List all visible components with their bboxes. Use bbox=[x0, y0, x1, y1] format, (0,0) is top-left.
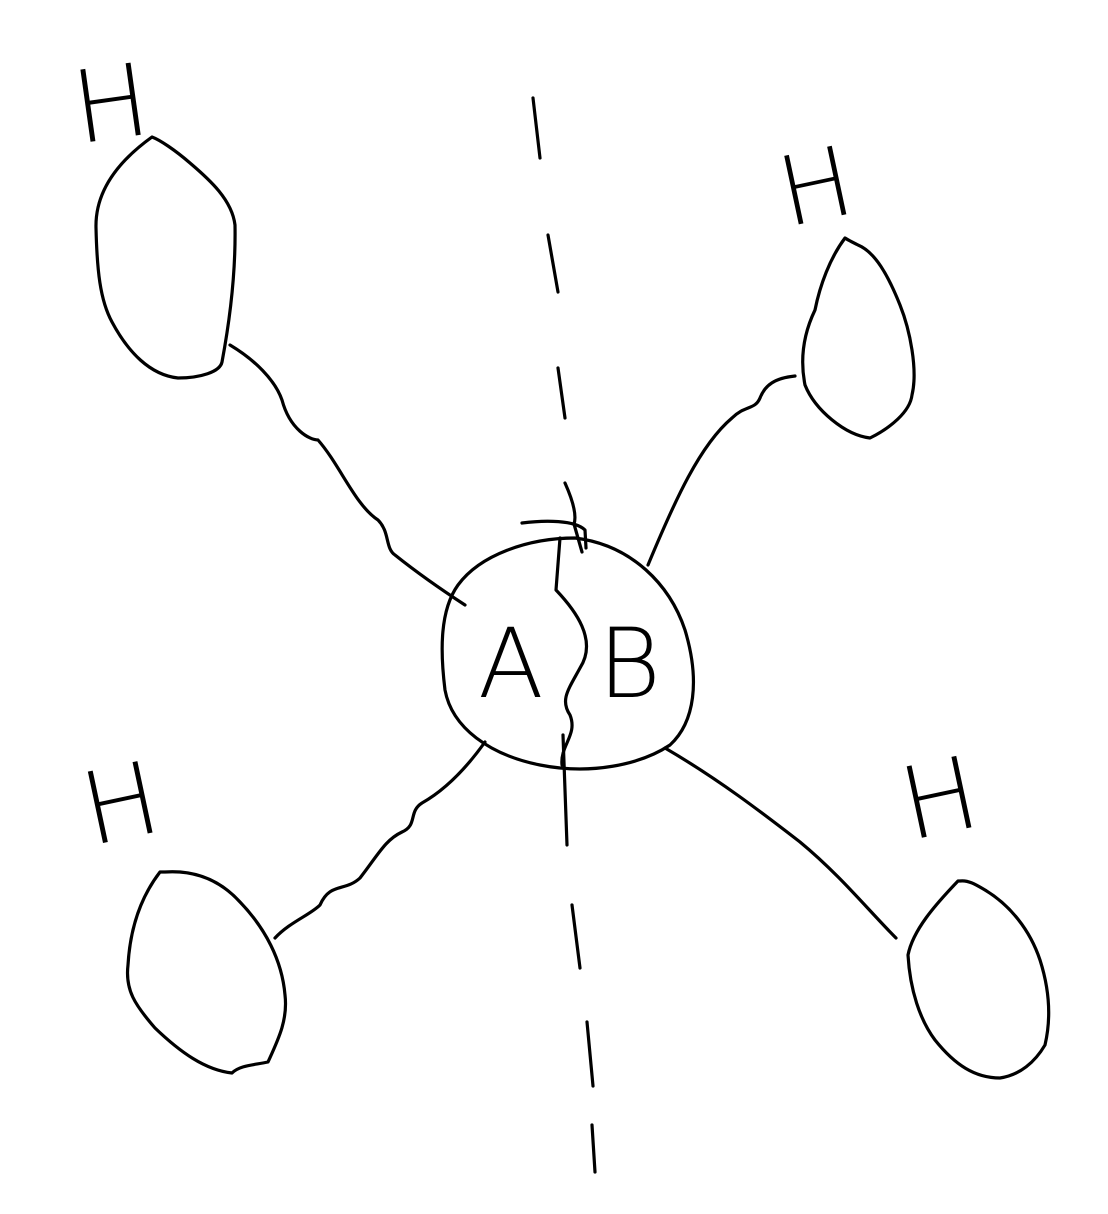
hydrogen-label-bottom-left: H bbox=[72, 739, 170, 869]
central-atom: A B bbox=[440, 519, 695, 771]
central-divider bbox=[554, 536, 588, 767]
orbital-lobe-bottom-right: H bbox=[663, 734, 1051, 1080]
bond-bottom-left bbox=[273, 740, 487, 940]
bond-top-left bbox=[228, 343, 467, 607]
hydrogen-label-bottom-right: H bbox=[891, 734, 989, 864]
hydrogen-label-top-right: H bbox=[769, 125, 863, 250]
central-atom-outline bbox=[440, 536, 695, 771]
bond-bottom-right bbox=[663, 746, 898, 940]
atom-b-label: B bbox=[598, 608, 661, 720]
orbital-lobe-top-right: H bbox=[646, 125, 916, 567]
orbital-lobe-top-left: H bbox=[66, 41, 467, 607]
hydrogen-label-top-left: H bbox=[66, 41, 157, 167]
orbital-lobe-bottom-left: H bbox=[72, 739, 487, 1075]
central-atom-top-flap bbox=[520, 519, 588, 550]
atom-a-label: A bbox=[478, 608, 544, 720]
bond-top-right bbox=[646, 374, 797, 567]
